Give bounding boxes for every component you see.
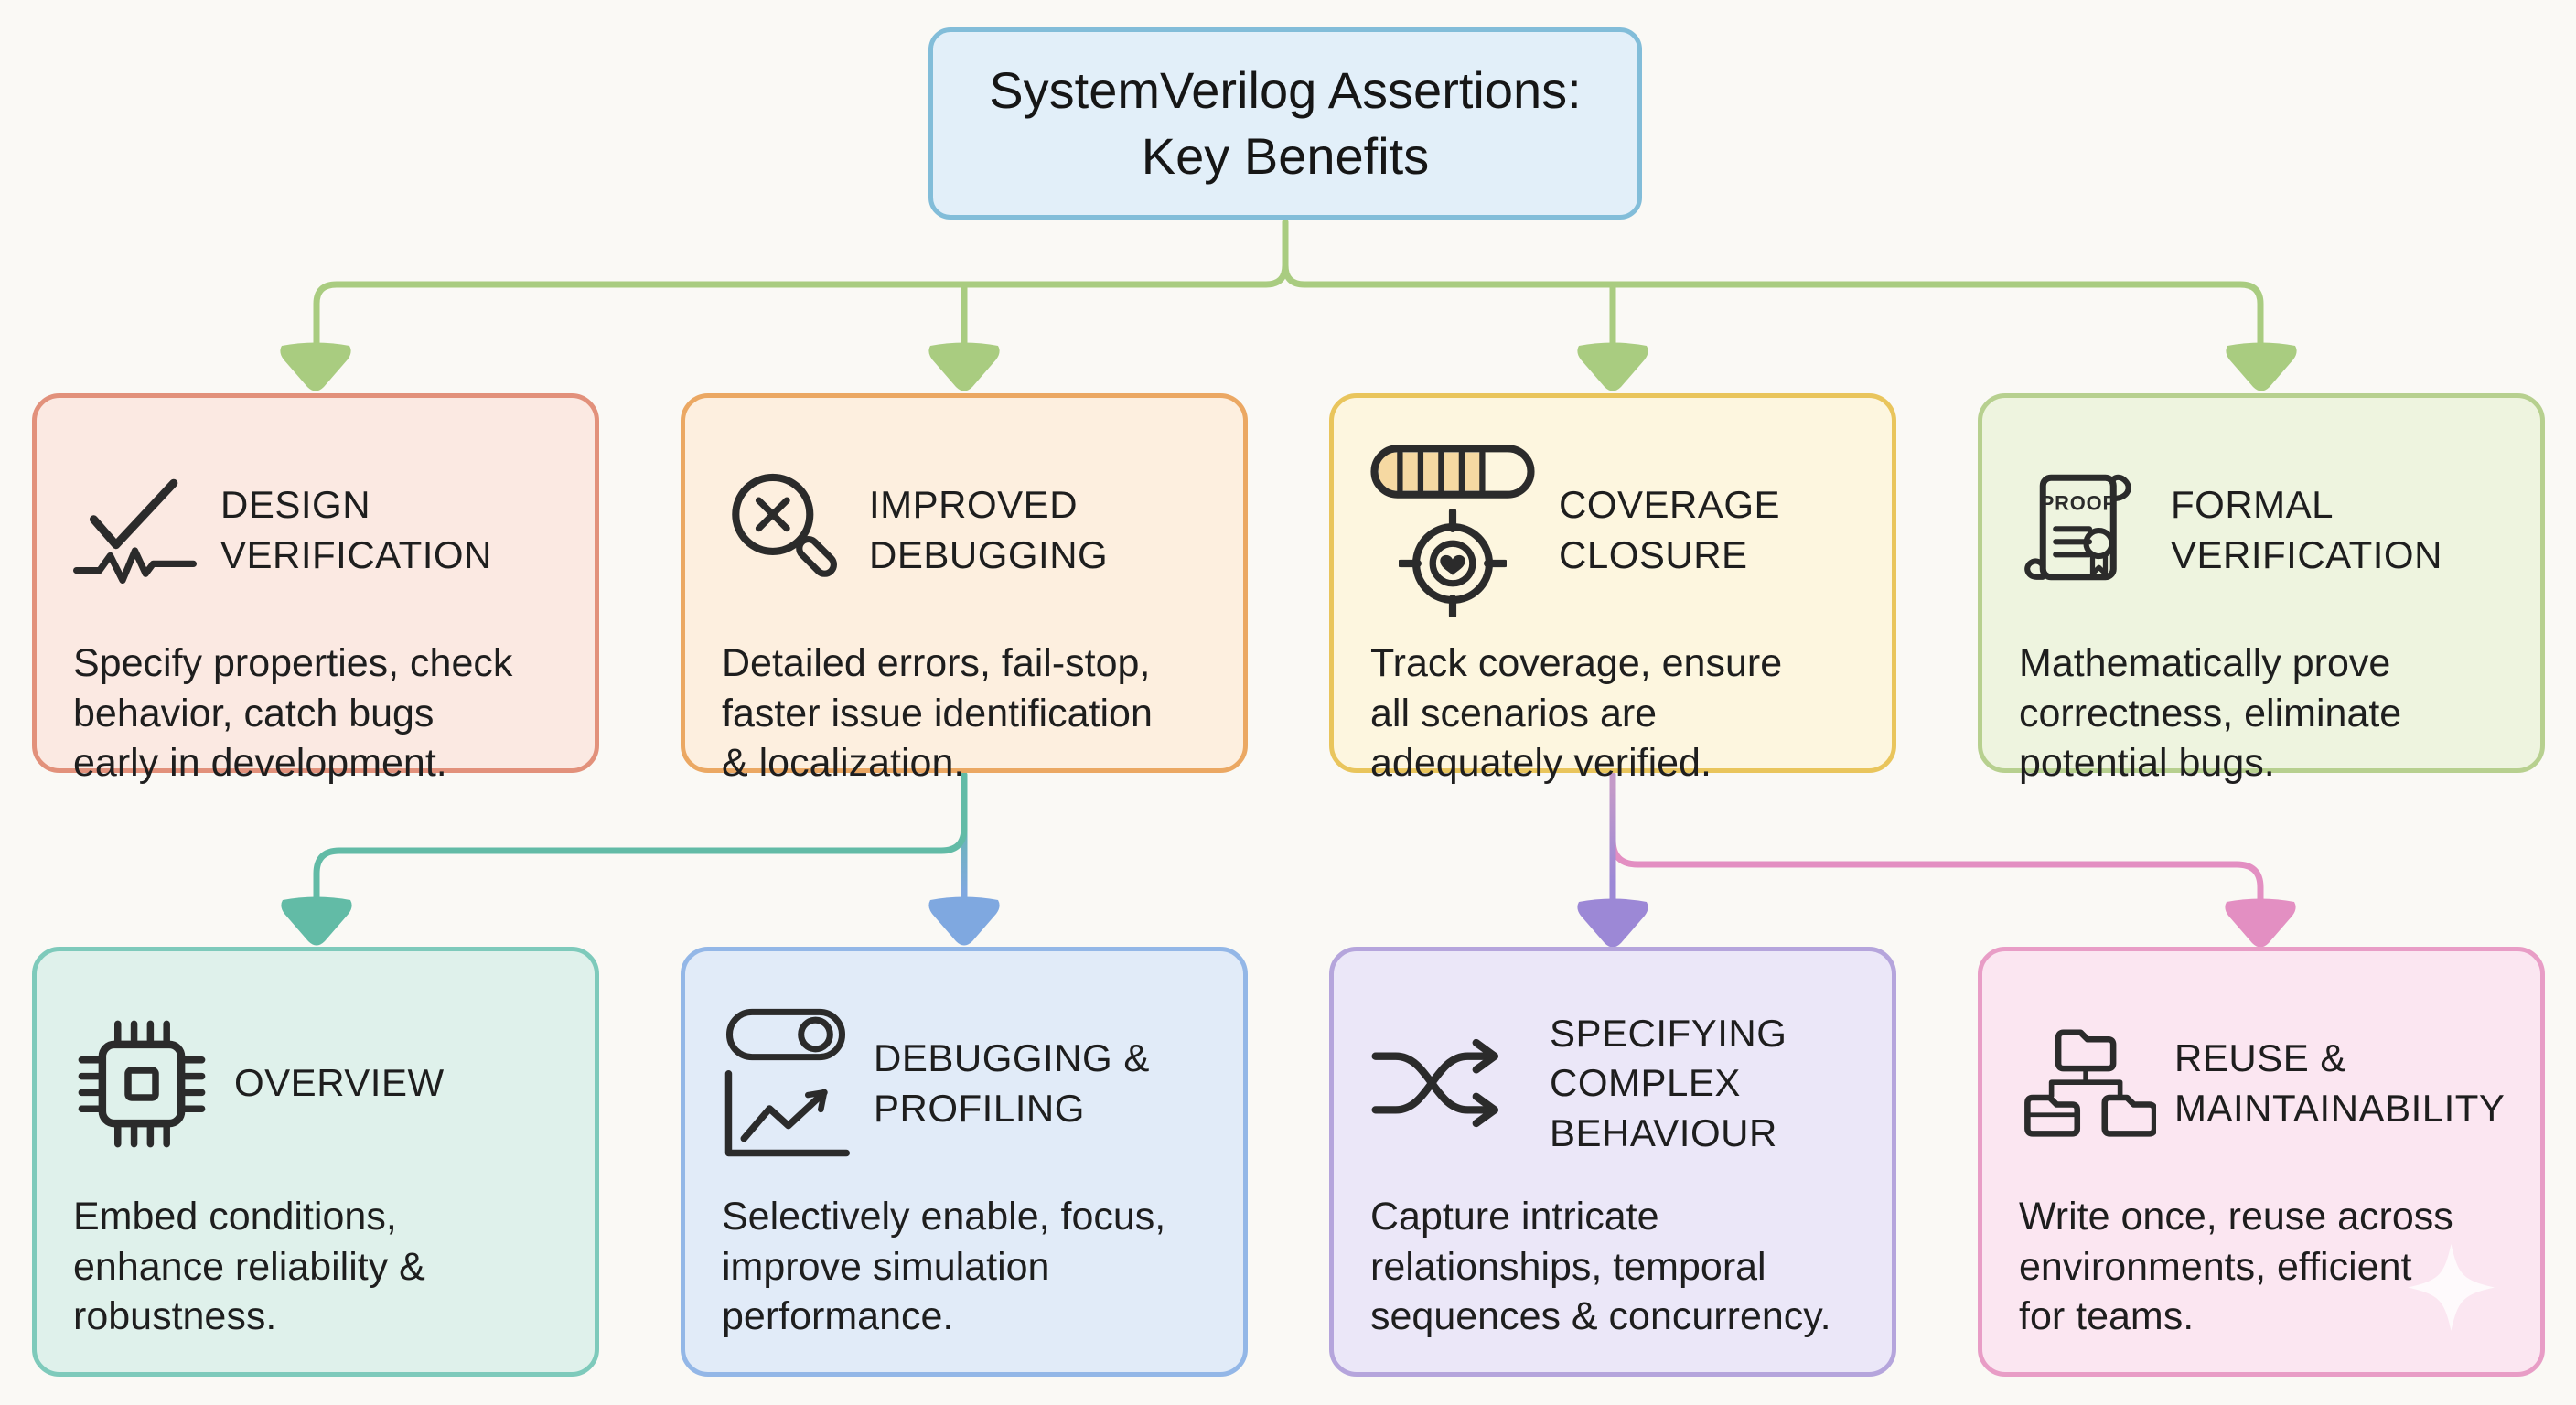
progress-bar-icon xyxy=(1370,445,1535,499)
svg-text:PROOF: PROOF xyxy=(2041,491,2116,514)
arrow-down-icon xyxy=(1577,898,1648,948)
toggle-icon xyxy=(725,1008,846,1060)
card-body: Detailed errors, fail-stop, faster issue… xyxy=(722,641,1153,786)
card-heading: REUSE & MAINTAINABILITY xyxy=(2174,1034,2505,1133)
heading-line: MAINTAINABILITY xyxy=(2174,1086,2506,1130)
heading-line: FORMAL xyxy=(2171,482,2334,526)
heading-line: COVERAGE xyxy=(1559,482,1781,526)
line-chart-icon xyxy=(724,1069,850,1156)
heading-line: CLOSURE xyxy=(1559,532,1748,576)
heading-line: VERIFICATION xyxy=(220,532,492,576)
sparkle-icon xyxy=(2408,1244,2495,1335)
card-body: Specify properties, check behavior, catc… xyxy=(73,641,513,786)
title-box: SystemVerilog Assertions: Key Benefits xyxy=(928,27,1642,220)
card-body: Track coverage, ensure all scenarios are… xyxy=(1370,641,1783,786)
magnifier-x-icon xyxy=(722,468,845,592)
heading-line: DESIGN xyxy=(220,482,371,526)
heading-line: VERIFICATION xyxy=(2171,532,2442,576)
check-pulse-icon xyxy=(73,468,197,592)
proof-scroll-icon: PROOF xyxy=(2019,467,2147,595)
card-heading: IMPROVED DEBUGGING xyxy=(869,480,1108,580)
card-coverage-closure: COVERAGE CLOSURE Track coverage, ensure … xyxy=(1329,393,1896,785)
heading-line: PROFILING xyxy=(874,1086,1085,1130)
heading-line: DEBUGGING xyxy=(869,532,1109,576)
heading-line: BEHAVIOUR xyxy=(1550,1110,1777,1154)
card-heading: SPECIFYING COMPLEX BEHAVIOUR xyxy=(1550,1009,1787,1159)
card-debugging-profiling: DEBUGGING & PROFILING Selectively enable… xyxy=(681,947,1248,1377)
arrow-down-icon xyxy=(1577,342,1648,391)
card-overview: OVERVIEW Embed conditions, enhance relia… xyxy=(32,947,599,1377)
card-heading: OVERVIEW xyxy=(234,1058,445,1109)
card-design-verification: DESIGN VERIFICATION Specify properties, … xyxy=(32,393,599,785)
page-title-line: SystemVerilog Assertions: xyxy=(989,61,1582,120)
arrow-down-icon xyxy=(280,342,351,391)
arrow-down-icon xyxy=(928,896,1000,946)
coverage-branch-connector xyxy=(1609,771,2264,904)
card-reuse-maintainability: REUSE & MAINTAINABILITY Write once, reus… xyxy=(1978,947,2545,1377)
card-specifying-complex-behaviour: SPECIFYING COMPLEX BEHAVIOUR Capture int… xyxy=(1329,947,1896,1377)
arrow-down-icon xyxy=(2226,342,2297,391)
heading-line: IMPROVED xyxy=(869,482,1079,526)
coverage-icons xyxy=(1370,443,1535,617)
card-formal-verification: PROOF FORMAL VERIFICATION Mathematically… xyxy=(1978,393,2545,785)
heading-line: SPECIFYING xyxy=(1550,1011,1787,1055)
card-body: Embed conditions, enhance reliability & … xyxy=(73,1195,425,1339)
target-icon xyxy=(1399,509,1507,617)
card-heading: DESIGN VERIFICATION xyxy=(220,480,492,580)
arrow-down-icon xyxy=(2225,898,2296,948)
page-title-line: Key Benefits xyxy=(1141,127,1430,185)
debug-profile-icons xyxy=(722,1008,850,1160)
heading-line: COMPLEX xyxy=(1550,1061,1741,1105)
debugging-branch-connector xyxy=(313,771,968,902)
arrow-down-icon xyxy=(281,896,352,946)
chip-icon xyxy=(73,1015,210,1153)
card-body: Write once, reuse across environments, e… xyxy=(2019,1195,2453,1339)
shuffle-icon xyxy=(1370,1023,1526,1144)
card-body: Mathematically prove correctness, elimin… xyxy=(2019,641,2402,786)
heading-line: REUSE & xyxy=(2174,1035,2346,1079)
card-heading: FORMAL VERIFICATION xyxy=(2171,480,2442,580)
green-connector xyxy=(313,219,2264,349)
card-heading: DEBUGGING & PROFILING xyxy=(874,1034,1150,1133)
card-improved-debugging: IMPROVED DEBUGGING Detailed errors, fail… xyxy=(681,393,1248,785)
arrow-down-icon xyxy=(928,342,1000,391)
heading-line: OVERVIEW xyxy=(234,1061,445,1105)
card-heading: COVERAGE CLOSURE xyxy=(1559,480,1780,580)
folder-tree-icon xyxy=(2019,1015,2156,1153)
card-body: Selectively enable, focus, improve simul… xyxy=(722,1195,1166,1339)
card-body: Capture intricate relationships, tempora… xyxy=(1370,1195,1831,1339)
heading-line: DEBUGGING & xyxy=(874,1035,1150,1079)
